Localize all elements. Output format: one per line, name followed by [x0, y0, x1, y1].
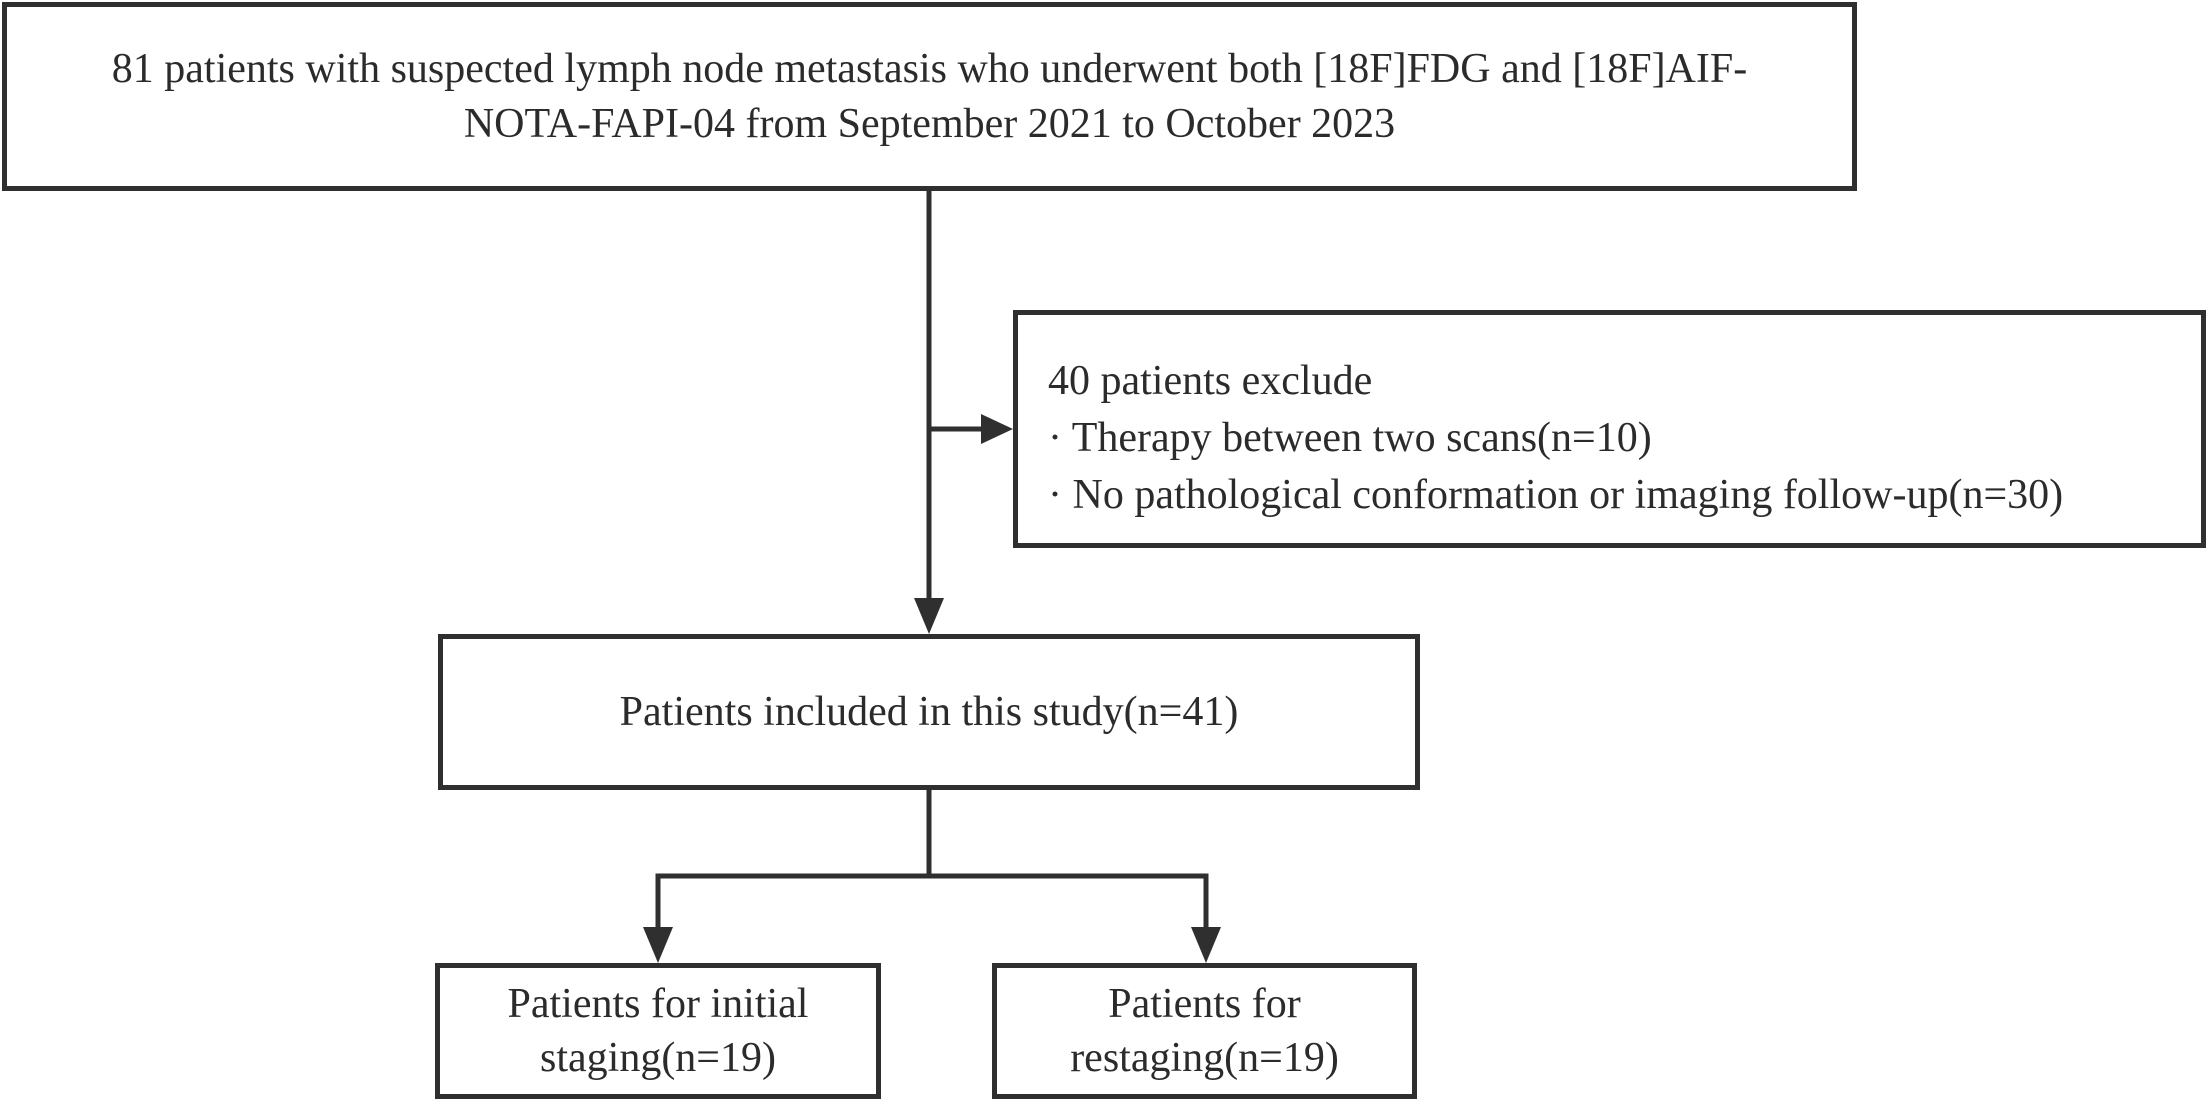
box-suspected-patients: 81 patients with suspected lymph node me…: [2, 2, 1857, 191]
arrowhead-to-restaging: [1191, 927, 1221, 963]
arrowhead-to-initial: [643, 927, 673, 963]
arrowhead-to-exclude: [981, 414, 1013, 444]
box-excluded-patients: 40 patients exclude · Therapy between tw…: [1013, 310, 2206, 548]
exclude-heading: 40 patients exclude: [1048, 358, 1373, 404]
exclude-text-block: 40 patients exclude · Therapy between tw…: [1048, 353, 2063, 524]
top-box-line-2: NOTA-FAPI-04 from September 2021 to Octo…: [463, 100, 1396, 147]
restaging-line-2: restaging(n=19): [1070, 1035, 1339, 1081]
exclude-item-therapy: · Therapy between two scans(n=10): [1048, 415, 1652, 461]
top-box-line-1: 81 patients with suspected lymph node me…: [111, 46, 1748, 93]
included-text: Patients included in this study(n=41): [619, 688, 1239, 735]
initial-line-1: Patients for initial: [507, 980, 809, 1027]
exclude-item-no-pathology: · No pathological conformation or imagin…: [1048, 472, 2064, 518]
box-restaging: Patients for restaging(n=19): [992, 963, 1417, 1099]
box-included-patients: Patients included in this study(n=41): [438, 634, 1420, 790]
box-initial-staging: Patients for initial staging(n=19): [435, 963, 881, 1099]
restaging-line-1: Patients for: [1108, 980, 1301, 1027]
connector-split: [655, 873, 1209, 929]
arrowhead-to-included: [914, 598, 944, 634]
initial-line-2: staging(n=19): [540, 1035, 776, 1081]
